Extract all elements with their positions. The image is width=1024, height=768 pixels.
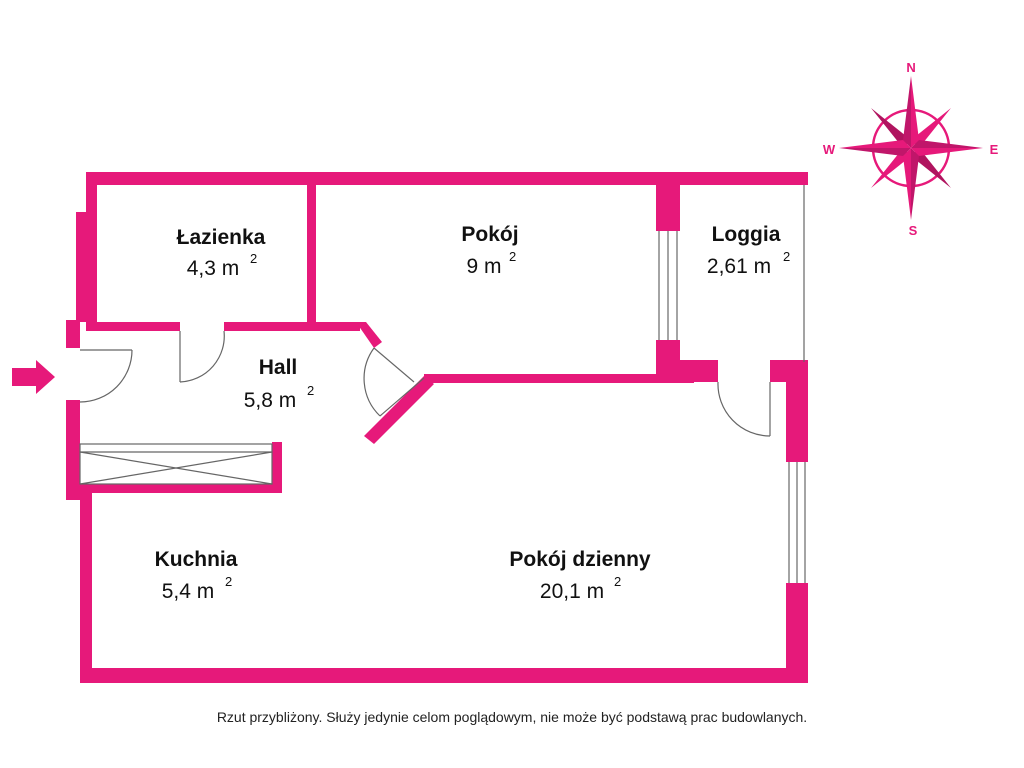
- walls: [66, 172, 808, 683]
- room-name-loggia: Loggia: [712, 223, 781, 246]
- wall-counter-end: [272, 442, 282, 492]
- compass-point-s-right: [911, 148, 919, 220]
- kitchen-counter: [79, 443, 273, 485]
- wall-left-lower: [80, 488, 92, 683]
- compass-label-n: N: [906, 60, 915, 75]
- room-area-pokoj-dzienny: 20,1 m: [540, 580, 604, 603]
- wall-counter-bottom: [80, 484, 282, 493]
- compass-point-w-top: [839, 140, 911, 148]
- compass-point-e-top: [911, 140, 983, 148]
- room-name-hall: Hall: [259, 356, 298, 379]
- compass-point-ne: [911, 108, 951, 148]
- room-area-exp-kuchnia: 2: [225, 574, 232, 589]
- room-area-exp-loggia: 2: [783, 249, 790, 264]
- wall-loggia-upper: [656, 185, 680, 231]
- door-room-leaf: [373, 347, 415, 383]
- room-area-hall: 5,8 m: [244, 389, 297, 412]
- compass-point-sw: [871, 148, 911, 188]
- compass-rose-icon: N S E W: [823, 60, 999, 238]
- compass-label-s: S: [909, 223, 918, 238]
- wall-right-lower: [786, 583, 808, 683]
- arrow-right-icon: [12, 360, 55, 394]
- wall-bath-bottom-left: [86, 322, 180, 331]
- kitchen-counter-cross-2: [79, 451, 273, 485]
- compass-point-nw: [871, 108, 911, 148]
- wall-bottom: [80, 668, 808, 683]
- door-room-swing: [363, 347, 381, 417]
- compass-point-e-bottom: [911, 148, 983, 156]
- wall-right-upper: [786, 362, 808, 462]
- wall-left-upper-bump: [76, 212, 88, 322]
- room-labels: Łazienka 4,3 m 2 Pokój 9 m 2 Loggia 2,61…: [155, 223, 791, 603]
- room-name-kuchnia: Kuchnia: [155, 548, 238, 571]
- compass-point-n-left: [903, 76, 911, 148]
- room-area-exp-pokoj-dzienny: 2: [614, 574, 621, 589]
- compass-point-n-right: [911, 76, 919, 148]
- door-loggia-swing: [717, 381, 771, 437]
- compass-point-w-bottom: [839, 148, 911, 156]
- wall-left-upper: [86, 172, 97, 322]
- door-entrance-swing: [79, 349, 133, 403]
- wall-room-bottom: [424, 374, 694, 383]
- room-area-exp-lazienka: 2: [250, 251, 257, 266]
- wall-loggia-bottom-left: [656, 360, 718, 382]
- door-room-leaf-2: [379, 377, 425, 417]
- room-area-pokoj: 9 m: [466, 255, 501, 278]
- compass-point-s-left: [903, 148, 911, 220]
- wall-entrance-jamb-top: [66, 320, 80, 348]
- wall-angle-top: [356, 322, 382, 348]
- wall-bath-room: [307, 185, 316, 325]
- wall-loggia-bottom-right: [770, 360, 808, 382]
- room-area-exp-hall: 2: [307, 383, 314, 398]
- room-area-lazienka: 4,3 m: [187, 257, 240, 280]
- compass-label-e: E: [990, 142, 999, 157]
- wall-bath-bottom-right: [224, 322, 360, 331]
- room-area-kuchnia: 5,4 m: [162, 580, 215, 603]
- room-name-lazienka: Łazienka: [177, 226, 266, 249]
- wall-top: [86, 172, 808, 185]
- door-bath-swing: [179, 330, 225, 383]
- disclaimer-text: Rzut przybliżony. Służy jedynie celom po…: [216, 709, 808, 725]
- room-name-pokoj: Pokój: [461, 223, 518, 246]
- room-area-loggia: 2,61 m: [707, 255, 771, 278]
- wall-entrance-jamb-bottom: [66, 400, 80, 500]
- room-area-exp-pokoj: 2: [509, 249, 516, 264]
- compass-label-w: W: [823, 142, 836, 157]
- compass-point-se: [911, 148, 951, 188]
- fixtures: [79, 185, 806, 583]
- room-name-pokoj-dzienny: Pokój dzienny: [509, 548, 651, 571]
- wall-angle-bottom: [364, 376, 434, 444]
